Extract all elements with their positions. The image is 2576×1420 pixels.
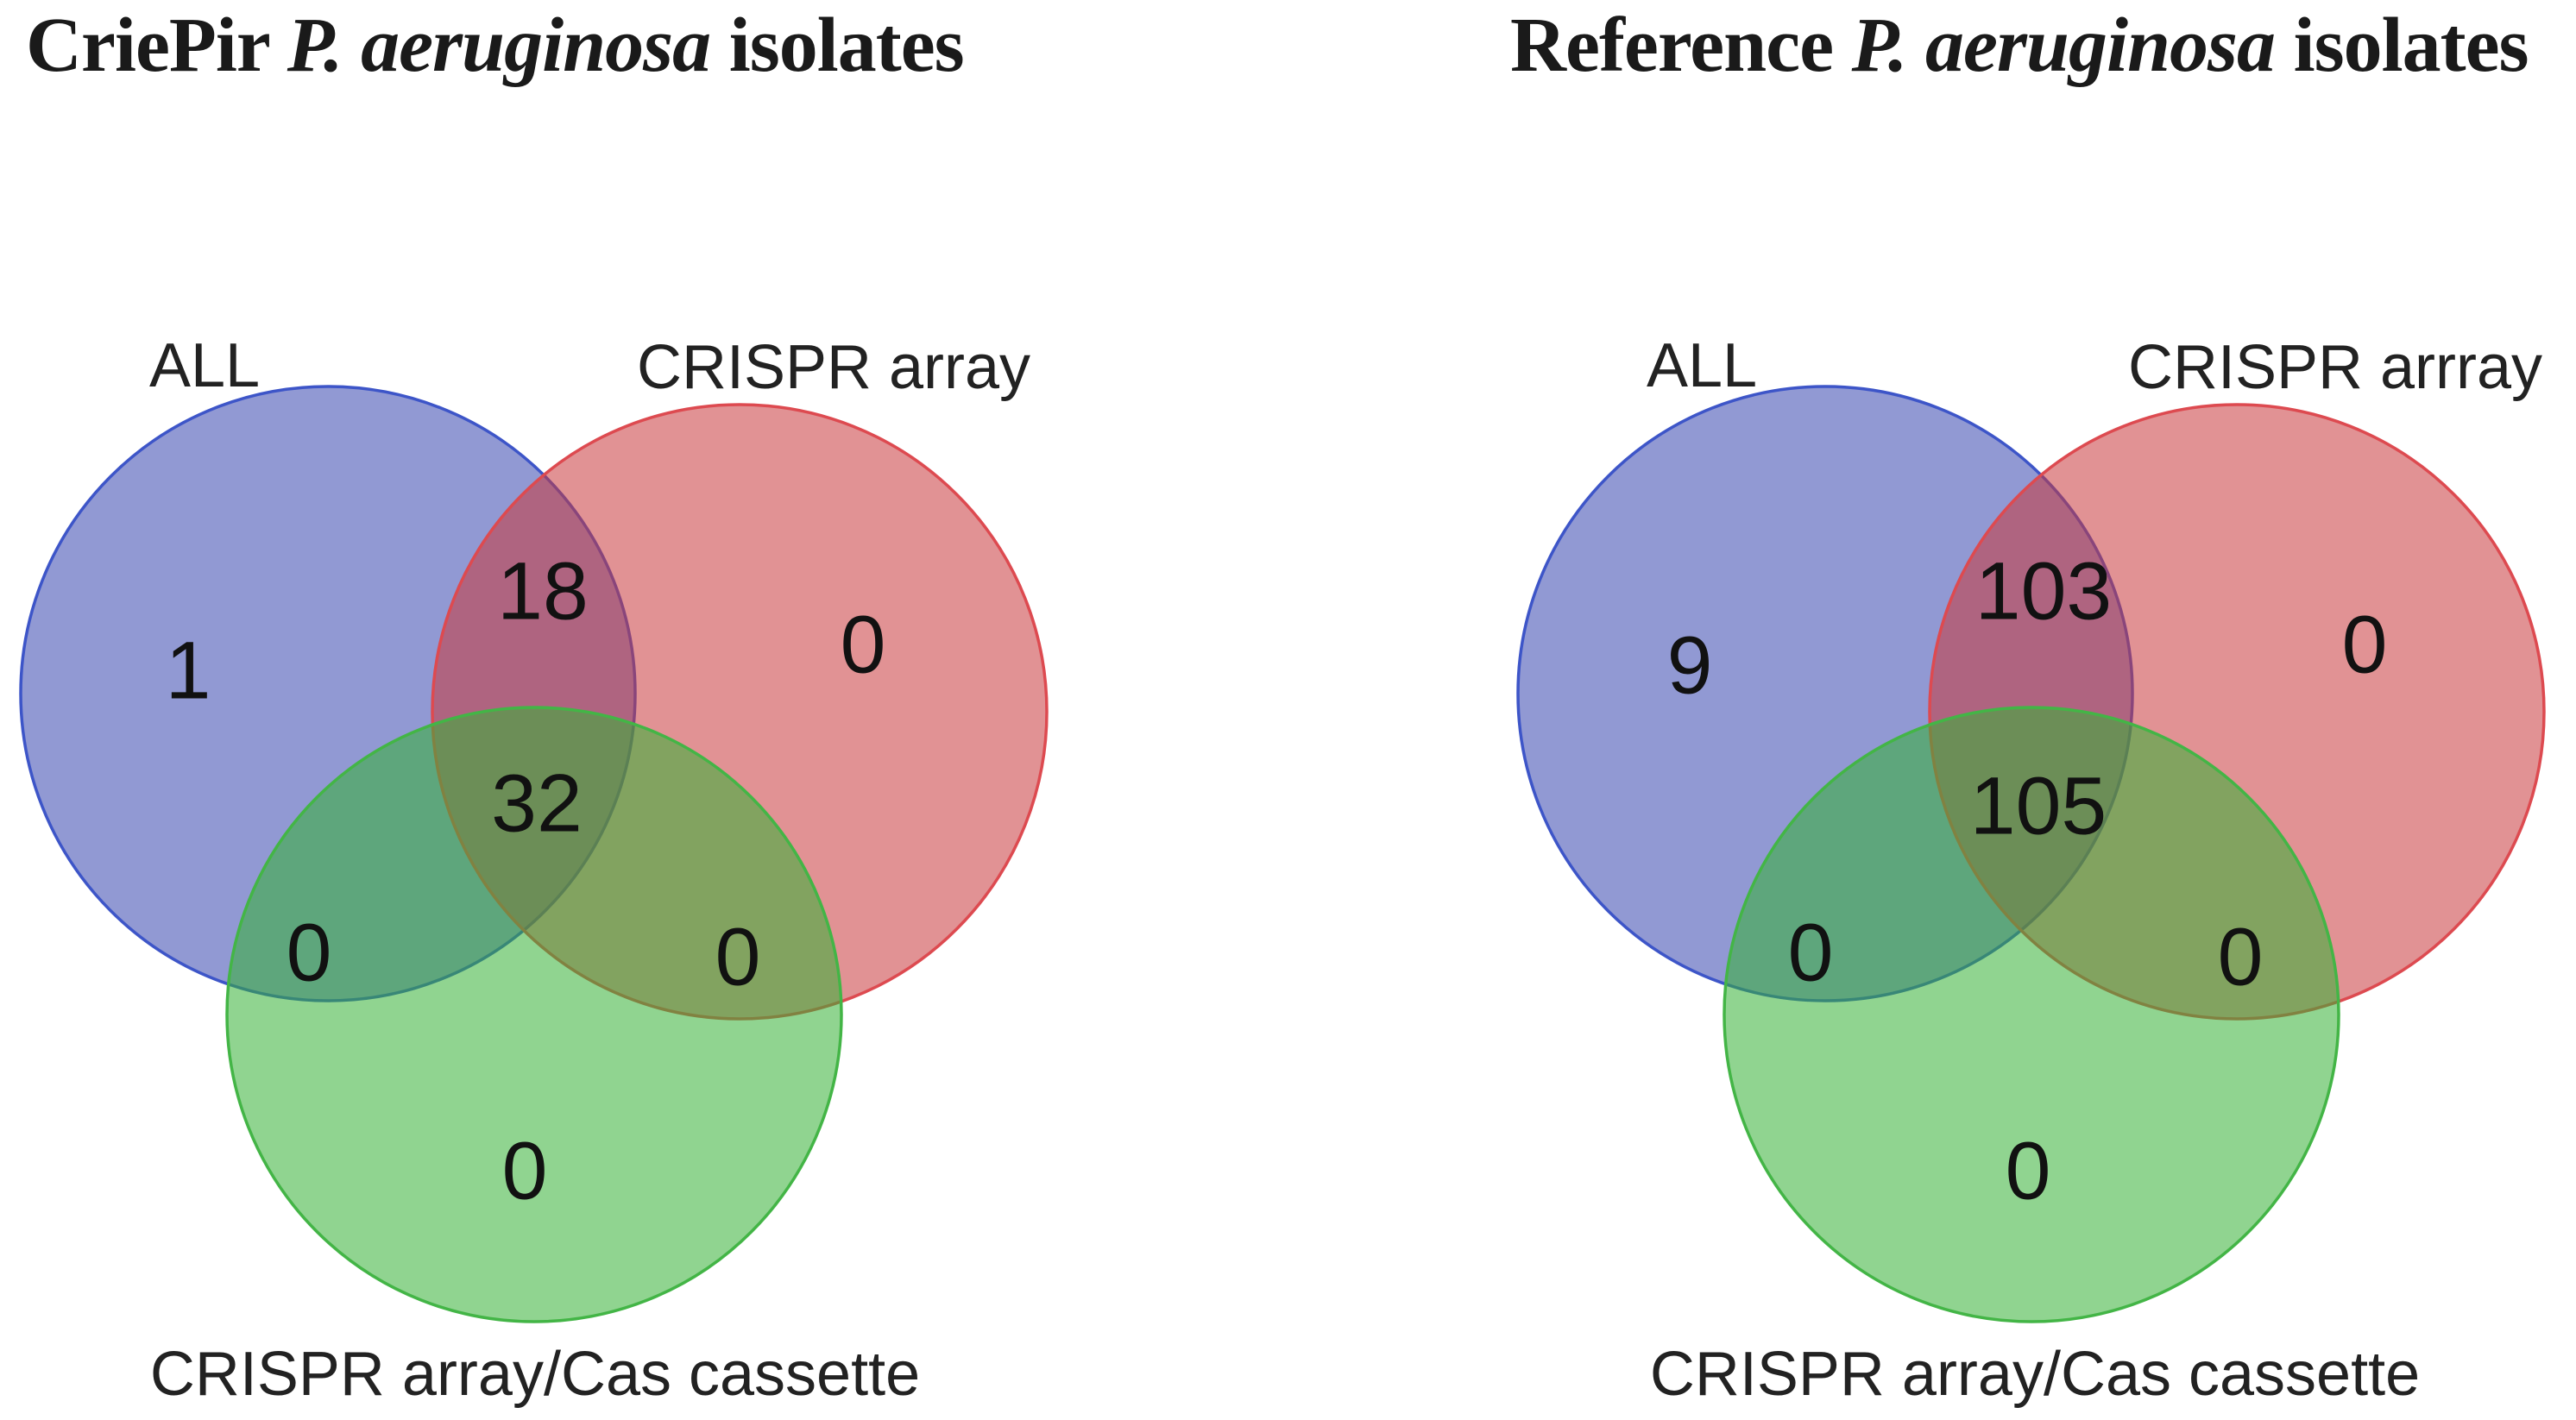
count-all-three-right: 105: [1969, 760, 2107, 852]
title-prefix: Reference: [1510, 3, 1852, 88]
count-all-three-left: 32: [491, 757, 583, 850]
title-suffix: isolates: [710, 3, 965, 88]
count-all-and-cas-left: 0: [286, 907, 332, 999]
set-label-cas-cassette-right: CRISPR array/Cas cassette: [1649, 1340, 2421, 1409]
count-all-and-array-left: 18: [497, 545, 589, 638]
set-label-crispr-array-left: CRISPR array: [636, 333, 1031, 402]
title-suffix: isolates: [2275, 3, 2529, 88]
title-prefix: CriePir: [26, 3, 287, 88]
venn-circle-cas-cassette-left: [225, 706, 843, 1323]
set-label-crispr-array-right: CRISPR arrray: [2127, 333, 2543, 402]
count-all-and-cas-right: 0: [1787, 907, 1834, 999]
title-species-italic: P. aeruginosa: [1851, 3, 2276, 88]
count-cas-only-left: 0: [501, 1125, 548, 1217]
venn-left-group: [19, 385, 1049, 1323]
panel-title-reference: Reference P. aeruginosa isolates: [1510, 7, 2529, 85]
set-label-all-left: ALL: [148, 331, 261, 400]
count-all-only-right: 9: [1666, 619, 1713, 712]
count-all-only-left: 1: [165, 625, 211, 717]
set-label-cas-cassette-left: CRISPR array/Cas cassette: [149, 1340, 921, 1409]
count-all-and-array-right: 103: [1975, 545, 2113, 638]
panel-title-criepir: CriePir P. aeruginosa isolates: [26, 7, 965, 85]
set-label-all-right: ALL: [1646, 331, 1758, 400]
count-cas-only-right: 0: [2005, 1125, 2051, 1217]
venn-circle-cas-cassette-right: [1723, 706, 2340, 1323]
venn-right-group: [1516, 385, 2546, 1323]
count-array-and-cas-left: 0: [715, 911, 761, 1003]
count-array-only-right: 0: [2341, 599, 2388, 691]
count-array-only-left: 0: [840, 599, 886, 691]
count-array-and-cas-right: 0: [2217, 911, 2264, 1003]
title-species-italic: P. aeruginosa: [287, 3, 711, 88]
